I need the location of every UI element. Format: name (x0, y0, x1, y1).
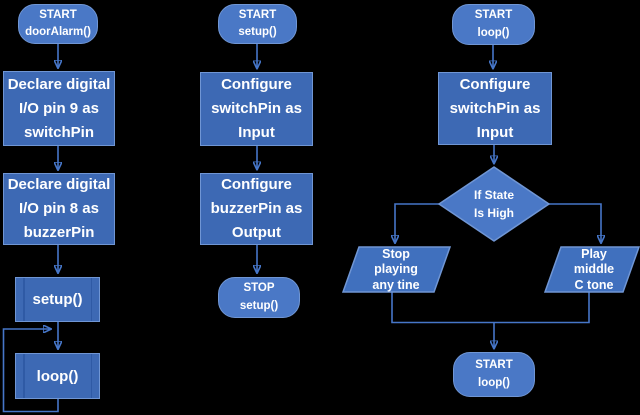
io-stop-playing: Stop playing any tine (352, 247, 440, 292)
io-stop-playing-shape (341, 246, 452, 293)
node-label: Configure switchPin as Input (449, 75, 541, 141)
node-label: START loop() (475, 359, 513, 389)
node-label: loop() (36, 367, 79, 385)
node-label: STOP setup() (239, 282, 279, 312)
subroutine-sidebar-left (23, 278, 25, 321)
node-label: If State Is High (473, 188, 514, 220)
terminal-start-loop-end: START loop() (453, 352, 535, 397)
arrow-decision-to-playtone (549, 203, 601, 243)
process-configure-switchpin: Configure switchPin as Input (200, 72, 313, 146)
node-label: setup() (32, 291, 83, 308)
node-label: Configure buzzerPin as Output (210, 176, 303, 241)
node-label: Stop playing any tine (372, 247, 420, 292)
process-declare-pin8: Declare digital I/O pin 8 as buzzerPin (3, 173, 115, 245)
terminal-stop-setup: STOP setup() (218, 277, 300, 318)
decision-if-state-high: If State Is High (444, 182, 544, 226)
subroutine-sidebar-right (90, 278, 92, 321)
node-label: START loop() (474, 9, 513, 39)
io-play-middle-shape (543, 246, 640, 293)
merge-connector (391, 292, 590, 324)
node-label: Play middle C tone (573, 247, 615, 292)
terminal-start-dooralarm: START doorAlarm() (18, 4, 98, 44)
node-label: Configure switchPin as Input (211, 76, 302, 141)
subroutine-sidebar-right (90, 354, 92, 398)
node-label: START doorAlarm() (25, 8, 91, 38)
decision-diamond-shape (437, 166, 551, 242)
terminal-start-loop: START loop() (452, 4, 535, 45)
subroutine-setup: setup() (15, 277, 100, 322)
arrow-loop-feedback (2, 329, 59, 413)
arrow-decision-to-stopplaying (395, 203, 439, 243)
node-label: START setup() (238, 8, 277, 38)
process-configure-switchpin-loop: Configure switchPin as Input (438, 72, 552, 145)
io-play-middle-c: Play middle C tone (550, 247, 638, 292)
process-configure-buzzerpin: Configure buzzerPin as Output (200, 173, 313, 245)
terminal-start-setup: START setup() (218, 4, 297, 44)
process-declare-pin9: Declare digital I/O pin 9 as switchPin (3, 71, 115, 146)
subroutine-sidebar-left (23, 354, 25, 398)
node-label: Declare digital I/O pin 9 as switchPin (7, 75, 111, 141)
subroutine-loop: loop() (15, 353, 100, 399)
node-label: Declare digital I/O pin 8 as buzzerPin (7, 176, 111, 241)
